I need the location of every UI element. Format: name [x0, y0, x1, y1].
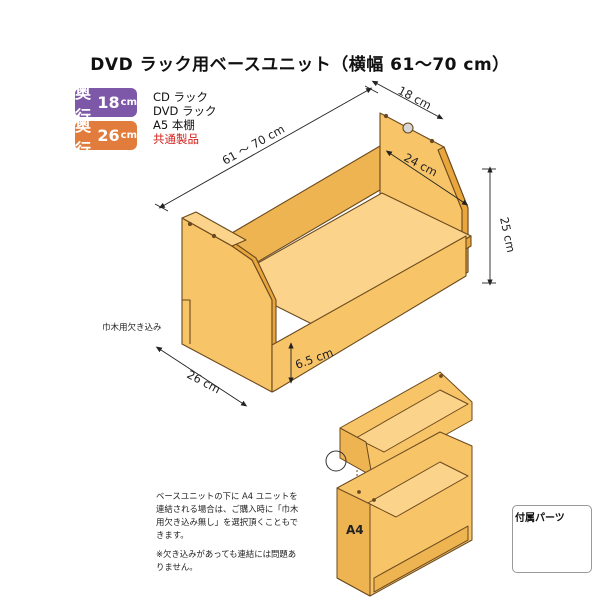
height-label: 25 cm — [497, 216, 518, 254]
badge-value: 26 — [97, 125, 120, 145]
screw-hole — [211, 233, 217, 239]
front-kickboard — [271, 235, 467, 393]
note-line: りません。 — [156, 562, 198, 572]
parts-title: 付属パーツ — [515, 513, 565, 524]
note-line: ※欠き込みがあっても連結には問題あ — [156, 549, 297, 559]
connection-note: ベースユニットの下に A4 ユニットを 連結される場合は、ご購入時に「巾木 用欠… — [156, 490, 298, 574]
parts-box — [512, 505, 592, 573]
stacking-illustration — [336, 371, 473, 597]
badge-key: 奥行 — [75, 115, 92, 159]
badge-value: 18 — [97, 92, 120, 112]
page-title: DVD ラック用ベースユニット（横幅 61〜70 cm） — [90, 55, 510, 75]
baseboard-notch-label: 巾木用欠き込み — [102, 322, 162, 333]
badge-unit: cm — [120, 129, 137, 141]
screw-hole — [429, 138, 435, 144]
depth-badge-18: 奥行 18 cm — [75, 83, 137, 126]
depth-top-label: 18 cm — [396, 83, 434, 112]
screw-hole — [383, 113, 389, 119]
connector-hole — [402, 122, 414, 134]
note-line: 連結される場合は、ご購入時に「巾木 — [156, 504, 299, 514]
width-dimension-label: 61 〜 70 cm — [220, 122, 287, 168]
screw-hole — [187, 221, 193, 227]
badge-unit: cm — [120, 96, 137, 108]
baseboard-notch — [182, 299, 191, 344]
detail-circle — [325, 450, 347, 472]
note-line: ベースユニットの下に A4 ユニットを — [156, 491, 298, 501]
depth-bottom-label: 26 cm — [185, 367, 223, 396]
note-line: 用欠き込み無し」を選択頂くこともで — [156, 517, 299, 527]
note-line: きます。 — [156, 530, 189, 540]
a4-unit-label: A4 — [346, 523, 364, 537]
depth-badge-26: 奥行 26 cm — [75, 116, 137, 159]
badge-key: 奥行 — [75, 82, 92, 126]
